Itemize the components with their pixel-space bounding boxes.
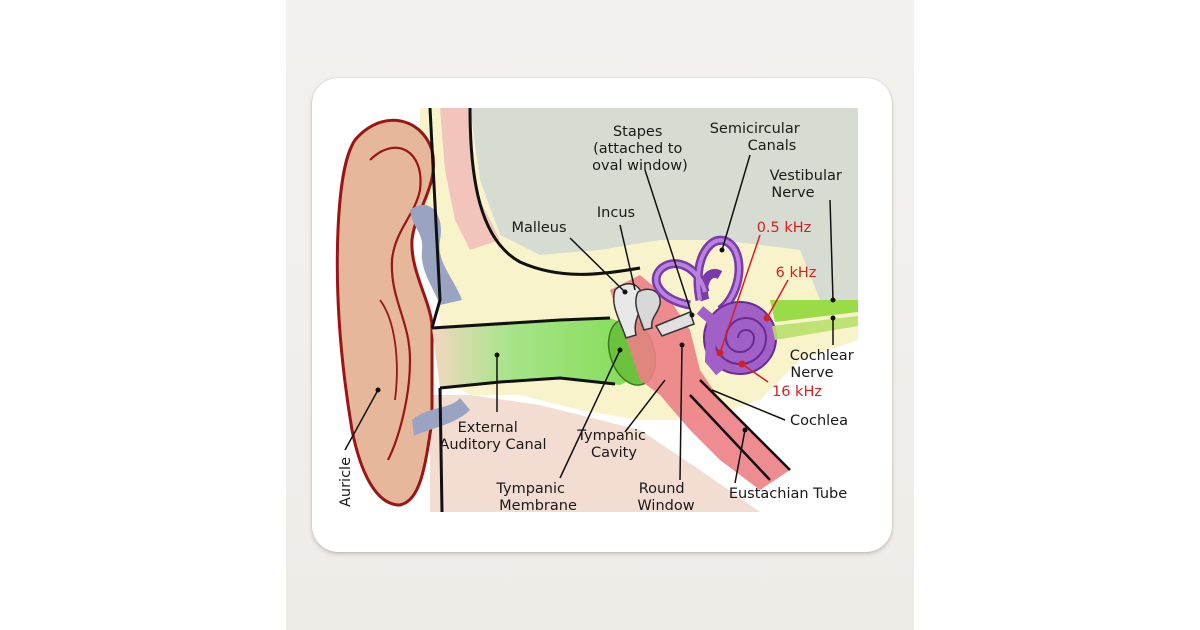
- label-auricle: Auricle: [338, 457, 354, 507]
- label-tympanic-membrane: Tympanic Membrane: [495, 481, 577, 514]
- bone-outline: [468, 108, 641, 276]
- leader-lines: [344, 154, 834, 484]
- label-malleus: Malleus: [511, 220, 566, 236]
- label-external-auditory-canal: External Auditory Canal: [439, 420, 546, 453]
- ear-canal: [432, 318, 650, 388]
- canal-bottom-edge: [439, 376, 616, 390]
- label-semicircular-canals: Semicircular Canals: [710, 121, 805, 154]
- ear-illustration: [330, 108, 858, 512]
- tympanic-cavity-shape: [610, 275, 790, 490]
- label-cochlear-nerve: Cochlear Nerve: [790, 348, 859, 381]
- label-eustachian-tube: Eustachian Tube: [729, 486, 847, 502]
- cartilage-upper: [410, 204, 462, 305]
- skull-background: [470, 108, 858, 300]
- label-cochlea: Cochlea: [790, 413, 848, 429]
- cochlear-nerve-shape: [772, 316, 858, 340]
- auricle-fold: [369, 146, 422, 461]
- head-outline-upper: [428, 108, 442, 329]
- label-tympanic-cavity: Tympanic Cavity: [576, 428, 650, 461]
- label-stapes: Stapes (attached to oval window): [592, 124, 688, 174]
- vestibular-nerve-shape: [770, 300, 858, 322]
- auricle-inner-fold: [379, 299, 398, 401]
- label-vestibular-nerve: Vestibular Nerve: [770, 168, 847, 201]
- stapes-bone: [654, 311, 695, 337]
- head-outline-lower: [438, 387, 444, 512]
- label-freq-low: 0.5 kHz: [757, 220, 812, 236]
- canal-top-edge: [431, 316, 611, 330]
- incus-bone: [635, 288, 661, 331]
- vestibule: [696, 306, 724, 376]
- freq-leader-lines: [719, 234, 789, 383]
- label-freq-high: 16 kHz: [772, 384, 822, 400]
- label-freq-mid: 6 kHz: [776, 265, 817, 281]
- eustachian-tube-walls: [689, 379, 791, 481]
- malleus-bone: [613, 283, 643, 339]
- label-round-window: Round Window: [637, 481, 694, 514]
- lower-tissue: [430, 395, 760, 512]
- label-incus: Incus: [597, 205, 635, 221]
